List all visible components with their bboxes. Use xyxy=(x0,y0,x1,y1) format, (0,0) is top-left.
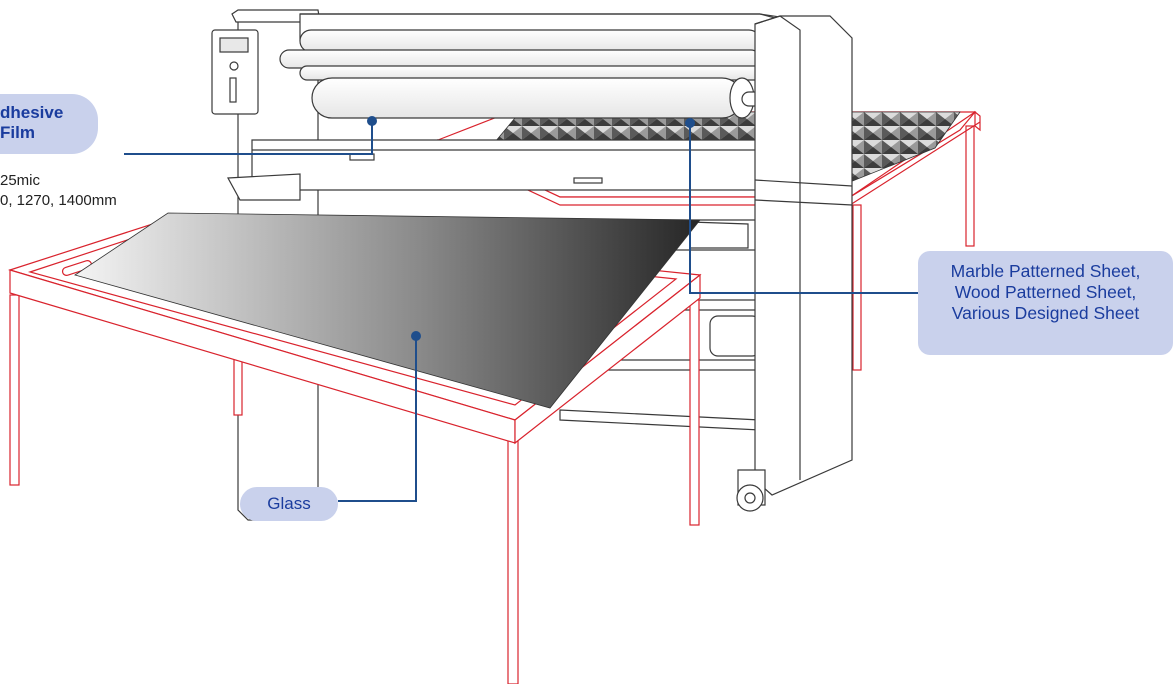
adhesive-thickness-spec: 25mic xyxy=(0,172,41,189)
glass-callout-dot xyxy=(411,331,421,341)
callout-dots xyxy=(367,116,695,341)
glass-sheet xyxy=(74,212,701,409)
sheet-callout-dot xyxy=(685,118,695,128)
machine-end-cabinet xyxy=(736,15,853,512)
adhesive-film-label: dhesive Film xyxy=(0,94,98,154)
adhesive-callout-dot xyxy=(367,116,377,126)
glass-label: Glass xyxy=(240,487,338,521)
adhesive-width-spec: 0, 1270, 1400mm xyxy=(0,192,117,209)
adhesive-label-line2: Film xyxy=(0,123,35,142)
adhesive-label-line1: dhesive xyxy=(0,103,64,122)
callout-lines xyxy=(124,122,918,502)
patterned-sheet-label: Marble Patterned Sheet, Wood Patterned S… xyxy=(918,251,1173,355)
sheet-label-line2: Wood Patterned Sheet, xyxy=(954,282,1137,302)
sheet-label-line1: Marble Patterned Sheet, xyxy=(950,261,1141,281)
sheet-label-line3: Various Designed Sheet xyxy=(951,303,1140,323)
